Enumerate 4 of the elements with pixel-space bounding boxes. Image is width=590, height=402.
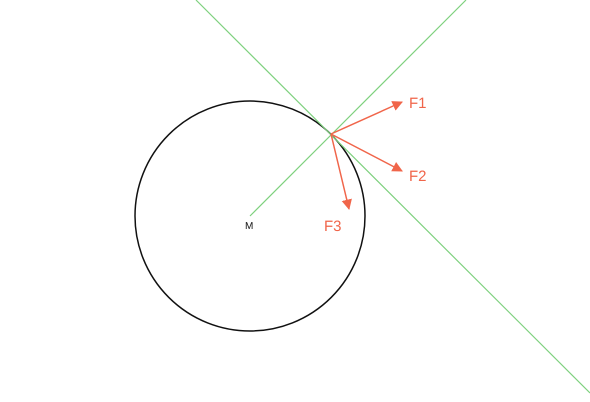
force-label: F3: [324, 219, 342, 234]
force-label: F2: [409, 169, 427, 184]
force-label: F1: [409, 96, 427, 111]
center-label: M: [245, 222, 254, 232]
